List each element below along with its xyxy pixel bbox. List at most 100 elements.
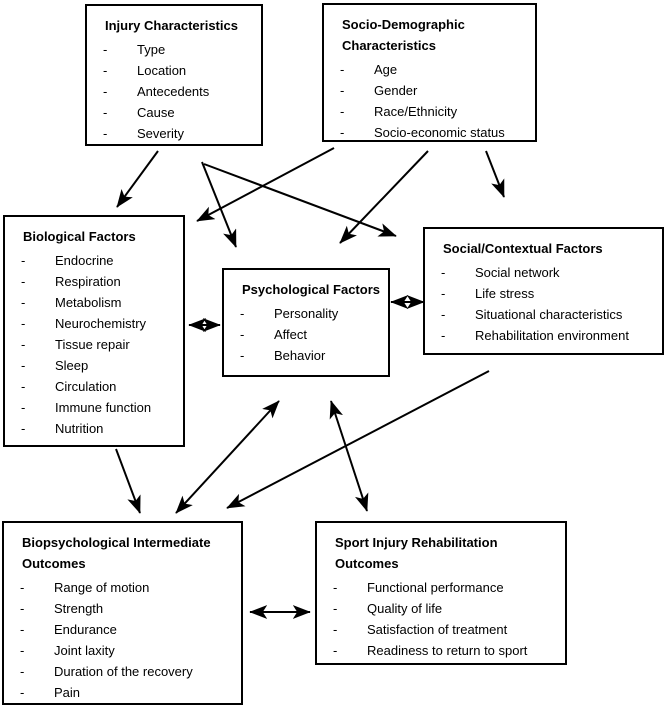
- box-title-biopsychological-intermediate-outcomes: Biopsychological Intermediate Outcomes: [22, 535, 211, 571]
- box-item-label: Gender: [374, 83, 418, 98]
- box-item-label: Personality: [274, 306, 339, 321]
- box-item: -Location: [103, 60, 253, 81]
- box-item-label: Race/Ethnicity: [374, 104, 458, 119]
- box-sport-injury-rehabilitation-outcomes: Sport Injury Rehabilitation Outcomes - Fu…: [315, 521, 567, 665]
- box-item-label: Nutrition: [55, 421, 104, 436]
- box-item-label: Range of motion: [54, 580, 150, 595]
- box-item: -Circulation: [21, 376, 175, 397]
- box-item: - Readiness to return to sport: [333, 640, 557, 661]
- box-items-psychological-factors: -Personality-Affect-Behavior: [240, 303, 380, 366]
- box-item: -Life stress: [441, 283, 654, 304]
- box-item-label: Readiness to return to sport: [367, 643, 528, 658]
- box-item-label: Endurance: [54, 622, 117, 637]
- arrow-psychological-biopsychological: [175, 400, 280, 514]
- box-item-label: Tissue repair: [55, 337, 130, 352]
- box-item-label: Metabolism: [55, 295, 122, 310]
- box-item: - Endocrine: [21, 250, 175, 271]
- box-item-label: Antecedents: [137, 84, 210, 99]
- bullet-dash: -: [21, 421, 26, 436]
- box-item: -Metabolism: [21, 292, 175, 313]
- bullet-dash: -: [103, 105, 108, 120]
- bullet-dash: -: [340, 62, 345, 77]
- box-item-label: Behavior: [274, 348, 326, 363]
- box-item-label: Functional performance: [367, 580, 504, 595]
- arrow-biological-to-biopsychological: [115, 448, 141, 514]
- box-item-label: Pain: [54, 685, 81, 700]
- box-item-label: Quality of life: [367, 601, 443, 616]
- bullet-dash: -: [20, 643, 25, 658]
- box-biological-factors: Biological Factors -Endocrine-Respiratio…: [3, 215, 185, 447]
- box-injury-characteristics: Injury Characteristics -Type-Location-An…: [85, 4, 263, 146]
- box-item: -Type: [103, 39, 253, 60]
- box-title-socio-demographic: Socio-Demographic Characteristics: [342, 17, 465, 53]
- box-item: -Neurochemistry: [21, 313, 175, 334]
- bullet-dash: -: [340, 104, 345, 119]
- bullet-dash: -: [333, 580, 338, 595]
- box-item: - Gender: [340, 80, 527, 101]
- box-biopsychological-intermediate-outcomes: Biopsychological Intermediate Outcomes -…: [2, 521, 243, 705]
- box-item-label: Rehabilitation environment: [475, 328, 629, 343]
- bullet-dash: -: [340, 125, 345, 140]
- box-socio-demographic-characteristics: Socio-Demographic Characteristics - Age - G…: [322, 3, 537, 142]
- box-item: - Endurance: [20, 619, 233, 640]
- box-item: -Rehabilitation environment: [441, 325, 654, 346]
- bullet-dash: -: [20, 622, 25, 637]
- box-item: -Immune function: [21, 397, 175, 418]
- box-item: - Satisfaction of treatment: [333, 619, 557, 640]
- arrow-injury-to-psychological: [201, 161, 237, 248]
- bullet-dash: -: [21, 358, 26, 373]
- box-item: - Antecedents: [103, 81, 253, 102]
- box-item: - Socio-economic status: [340, 122, 527, 143]
- box-item: - Nutrition: [21, 418, 175, 439]
- box-item-label: Life stress: [475, 286, 535, 301]
- box-items-sport-injury-rehabilitation-outcomes: - Functional performance - Quality of life -…: [333, 577, 557, 661]
- bullet-dash: -: [21, 253, 26, 268]
- arrow-psychological-sport-outcomes: [329, 400, 369, 512]
- box-item-label: Severity: [137, 126, 184, 141]
- box-item: -Affect: [240, 324, 380, 345]
- bullet-dash: -: [333, 622, 338, 637]
- bullet-dash: -: [20, 664, 25, 679]
- box-item: - Race/Ethnicity: [340, 101, 527, 122]
- box-title-sport-injury-rehabilitation-outcomes: Sport Injury Rehabilitation Outcomes: [335, 535, 498, 571]
- bullet-dash: -: [441, 265, 446, 280]
- box-item-label: Sleep: [55, 358, 89, 373]
- box-items-socio-demographic: - Age - Gender - Race/Ethnicity - Socio-economi…: [340, 59, 527, 143]
- box-item-label: Respiration: [55, 274, 121, 289]
- box-item: -Strength: [20, 598, 233, 619]
- bullet-dash: -: [21, 337, 26, 352]
- box-item: - Situational characteristics: [441, 304, 654, 325]
- box-item: - Functional performance: [333, 577, 557, 598]
- box-item: -Social network: [441, 262, 654, 283]
- box-item-label: Age: [374, 62, 398, 77]
- bullet-dash: -: [21, 400, 26, 415]
- box-item-label: Satisfaction of treatment: [367, 622, 508, 637]
- arrow-sociodem-to-psychological: [339, 150, 429, 244]
- box-item: -Behavior: [240, 345, 380, 366]
- bullet-dash: -: [333, 643, 338, 658]
- bullet-dash: -: [20, 580, 25, 595]
- box-item-label: Endocrine: [55, 253, 114, 268]
- bullet-dash: -: [340, 83, 345, 98]
- box-item-label: Affect: [274, 327, 308, 342]
- box-item: - Tissue repair: [21, 334, 175, 355]
- box-item: -Severity: [103, 123, 253, 144]
- box-items-injury-characteristics: -Type-Location-Antecedents-Cause-Severit…: [103, 39, 253, 144]
- box-item: - Joint laxity: [20, 640, 233, 661]
- bullet-dash: -: [103, 42, 108, 57]
- box-item: - Cause: [103, 102, 253, 123]
- box-item-label: Situational characteristics: [475, 307, 623, 322]
- bullet-dash: -: [20, 685, 25, 700]
- arrow-social-contextual-to-biopsychological: [226, 370, 490, 509]
- bullet-dash: -: [441, 307, 446, 322]
- box-item-label: Socio-economic status: [374, 125, 505, 140]
- box-item-label: Joint laxity: [54, 643, 115, 658]
- box-items-biopsychological-intermediate-outcomes: - Range of motion -Strength - Endurance - Join…: [20, 577, 233, 703]
- box-item: - Range of motion: [20, 577, 233, 598]
- box-item: - Sleep: [21, 355, 175, 376]
- box-item-label: Cause: [137, 105, 175, 120]
- box-items-social-contextual-factors: -Social network-Life stress-Situational …: [441, 262, 654, 346]
- bullet-dash: -: [103, 84, 108, 99]
- bullet-dash: -: [21, 274, 26, 289]
